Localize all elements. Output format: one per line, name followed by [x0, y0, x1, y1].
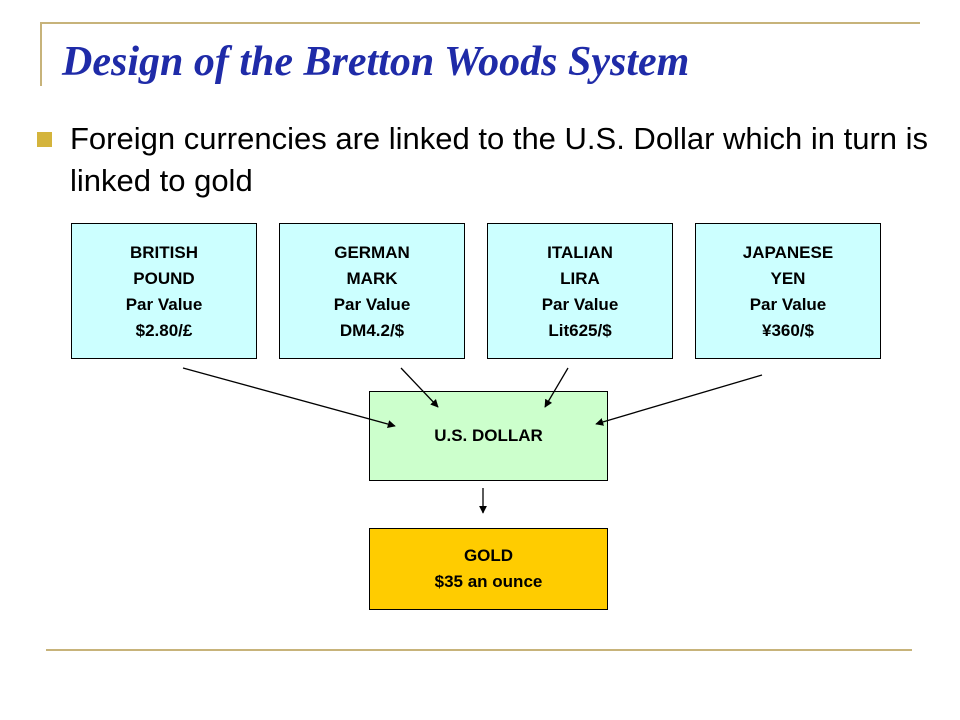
- par-value: $2.80/£: [135, 321, 193, 340]
- currency-name-line1: GERMAN: [334, 243, 410, 262]
- bullet-square-icon: [37, 132, 52, 147]
- currency-name-line1: ITALIAN: [547, 243, 613, 262]
- par-value-label: Par Value: [749, 295, 827, 314]
- par-value: ¥360/$: [761, 321, 814, 340]
- par-value-label: Par Value: [333, 295, 411, 314]
- box-us-dollar: U.S. DOLLAR: [369, 391, 608, 481]
- arrow-yen-to-dollar: [595, 374, 763, 426]
- gold-label: GOLD: [463, 546, 514, 565]
- box-british-pound: BRITISH POUND Par Value $2.80/£: [71, 223, 257, 359]
- par-value: Lit625/$: [548, 321, 612, 340]
- bottom-rule: [46, 649, 912, 651]
- currency-name-line2: YEN: [770, 269, 806, 288]
- currency-name-line1: JAPANESE: [742, 243, 834, 262]
- box-japanese-yen: JAPANESE YEN Par Value ¥360/$: [695, 223, 881, 359]
- currency-name-line2: MARK: [346, 269, 398, 288]
- currency-name-line2: LIRA: [560, 269, 600, 288]
- dollar-label: U.S. DOLLAR: [434, 426, 543, 445]
- top-rule: [40, 22, 920, 24]
- box-italian-lira: ITALIAN LIRA Par Value Lit625/$: [487, 223, 673, 359]
- left-rule: [40, 22, 42, 86]
- currency-name-line1: BRITISH: [130, 243, 198, 262]
- par-value-label: Par Value: [125, 295, 203, 314]
- arrow-pound-to-dollar: [182, 367, 396, 428]
- bullet-text: Foreign currencies are linked to the U.S…: [70, 121, 929, 198]
- box-german-mark: GERMAN MARK Par Value DM4.2/$: [279, 223, 465, 359]
- par-value: DM4.2/$: [339, 321, 405, 340]
- slide-title: Design of the Bretton Woods System: [62, 39, 690, 85]
- gold-price: $35 an ounce: [434, 572, 543, 591]
- par-value-label: Par Value: [541, 295, 619, 314]
- box-gold: GOLD $35 an ounce: [369, 528, 608, 610]
- currency-name-line2: POUND: [133, 269, 195, 288]
